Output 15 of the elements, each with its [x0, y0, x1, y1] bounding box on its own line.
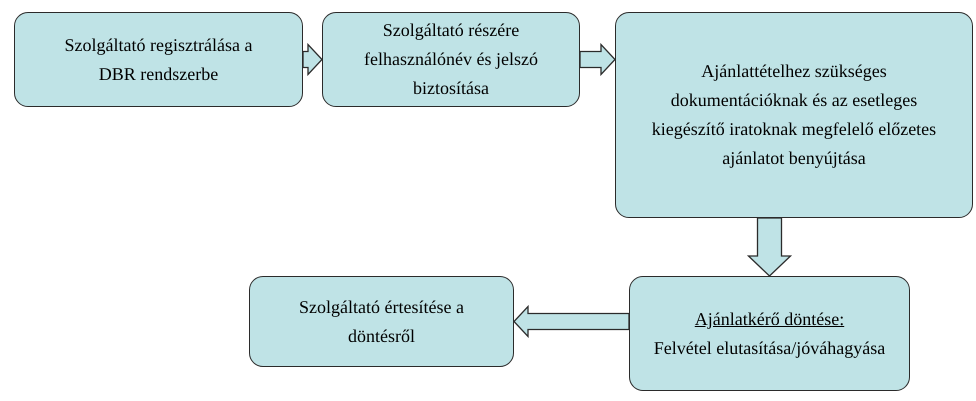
- box-text: Szolgáltató részére felhasználónév és jelszó biztosítása: [363, 19, 539, 100]
- process-box: [629, 276, 910, 391]
- block-arrow: [302, 42, 323, 76]
- process-box: [14, 12, 303, 107]
- box-heading: Ajánlatkérő döntése:: [694, 308, 844, 331]
- process-box: [322, 12, 580, 107]
- box-text: Szolgáltató értesítése a döntésről: [298, 296, 465, 348]
- box-text: Felvétel elutasítása/jóváhagyása: [654, 336, 886, 360]
- block-arrow: [579, 42, 616, 76]
- process-box: [615, 12, 973, 218]
- box-text: Szolgáltató regisztrálása a DBR rendszerbe: [64, 34, 254, 86]
- box-text: Ajánlattételhez szükséges dokumentációknak és az esetleges kiegészítő iratoknak megfelelő előzetes ajánlatot benyújtása: [650, 60, 938, 170]
- process-box: [249, 276, 514, 367]
- block-arrow: [746, 217, 792, 277]
- block-arrow: [513, 304, 630, 338]
